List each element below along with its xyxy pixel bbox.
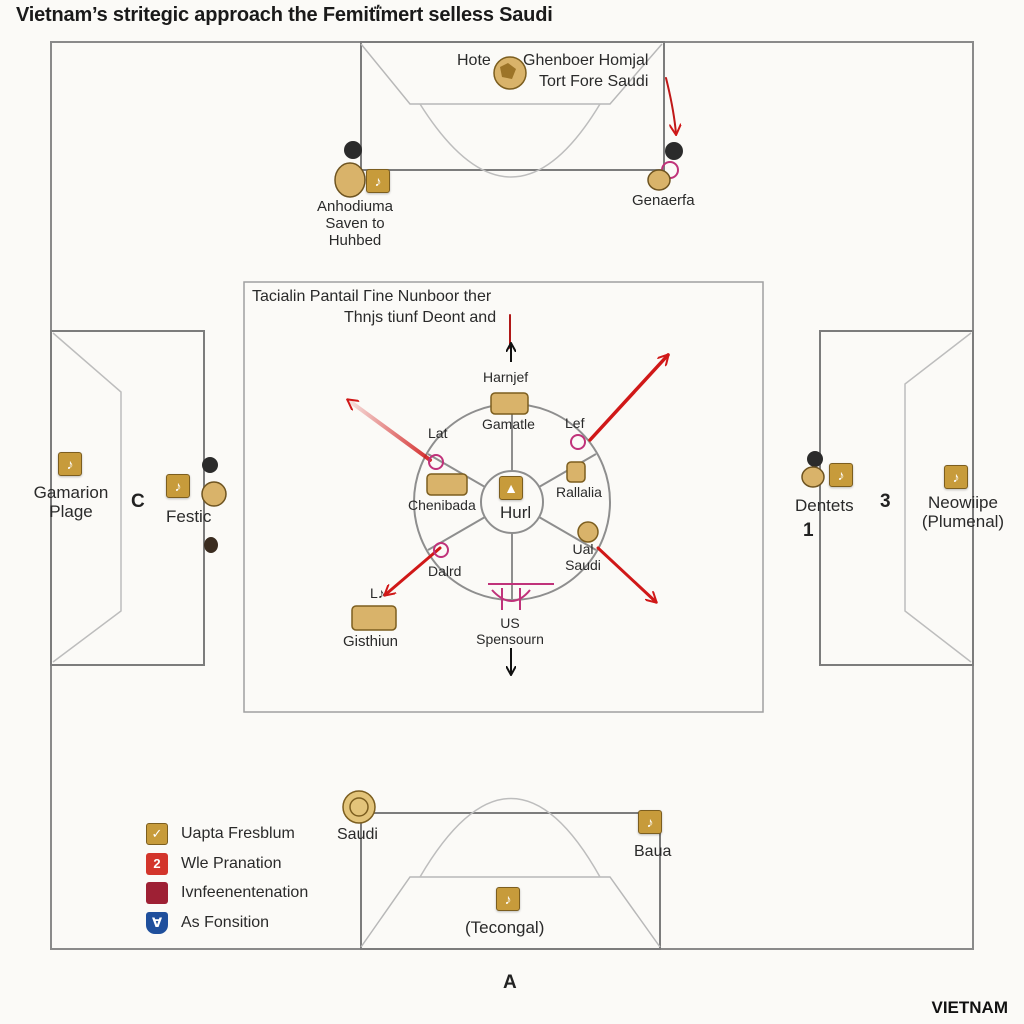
node-label-gisthiun: Gisthiun (343, 633, 399, 650)
number-2-icon: 2 (146, 852, 168, 875)
label-player-top-right: Genaerfa (632, 192, 695, 209)
marker-a: A (503, 972, 517, 993)
bottom-arc (419, 797, 601, 878)
marker-3: 3 (880, 491, 891, 512)
legend-item: ∀ As Fonsition (146, 909, 308, 937)
badge-hub: ▲ (499, 476, 523, 500)
arrow-lower-left (385, 546, 442, 595)
hub-label: Hurl (500, 503, 532, 522)
right-goal-lines (904, 332, 972, 663)
top-goal-lines (360, 43, 663, 105)
node-label-ual-saudi: Ual Saudi (565, 541, 601, 573)
node-label-dalrd: Dalrd (428, 563, 462, 579)
arrow-upper-right (588, 355, 668, 442)
label-player-bottom-left: Saudi (337, 826, 378, 843)
diagram-title: Vietnam’s stritegic approach the Femitΐm… (16, 4, 553, 26)
node-harnjef (490, 392, 529, 415)
legend-label: Wle Pranation (181, 854, 282, 872)
label-ghenboer: Ghenboer Homjal (523, 52, 649, 69)
center-tactics-box (243, 281, 764, 713)
legend-item: 2 Wle Pranation (146, 850, 308, 878)
bottom-penalty-box (360, 812, 661, 950)
center-heading-line2: Thnjs tiunf Deont and (344, 309, 497, 326)
movement-arrows (348, 77, 676, 602)
label-player-right-inner: Dentets (795, 496, 854, 515)
left-goal-lines (52, 332, 122, 663)
player-left-inner (201, 457, 227, 553)
square-icon (146, 882, 168, 904)
node-label-chenibada: Chenibada (408, 497, 476, 513)
right-penalty-box (819, 330, 974, 666)
badge-right-inner: ♪ (829, 463, 853, 487)
label-tort-fore: Tort Fore Saudi (539, 73, 649, 90)
player-top-right (647, 142, 683, 191)
brand-wordmark: VIETNAM (931, 998, 1009, 1017)
legend-item: Ivnfeenentenation (146, 879, 308, 907)
top-penalty-box (360, 41, 665, 171)
badge-left-inner: ♪ (166, 474, 190, 498)
node-gisthiun (351, 605, 397, 631)
badge-bottom-right: ♪ (638, 810, 662, 834)
label-player-left-inner: Festic (166, 507, 212, 526)
legend-label: Uapta Fresblum (181, 825, 295, 842)
top-arc (419, 103, 601, 178)
player-figures (201, 56, 825, 824)
arrow-upper-left (348, 398, 432, 462)
label-player-bottom-center: (Tecongal) (465, 918, 545, 937)
player-right-inner (801, 451, 825, 488)
node-label-gamatle: Gamatle (482, 416, 535, 432)
badge-top-left: ♪ (366, 169, 390, 193)
legend: ✓ Uapta Fresblum 2 Wle Pranation Ivnfeen… (146, 820, 308, 938)
center-heading-line1: Tacialin Pantail Γine Nunboor ther (252, 288, 492, 305)
marker-c: C (131, 491, 145, 512)
arrow-top-right-curve (665, 77, 676, 134)
check-icon: ✓ (146, 823, 168, 845)
bottom-goal-lines (360, 876, 661, 948)
label-player-top-left: Anhodiuma Saven to Huhbed (317, 198, 393, 249)
badge-right-outer: ♪ (944, 465, 968, 489)
ball-bottom-left (342, 790, 376, 824)
badge-left-outer: ♪ (58, 452, 82, 476)
node-chenibada (426, 473, 468, 496)
node-ual (577, 521, 599, 543)
legend-label: As Fonsition (181, 913, 270, 931)
node-label-rallalia: Rallalia (556, 484, 602, 500)
node-label-harnjef: Harnjef (483, 369, 529, 385)
shield-icon: ∀ (146, 911, 168, 934)
label-player-bottom-right: Baua (634, 843, 672, 860)
label-player-right-outer: Neowiipe (Plumenal) (921, 493, 1005, 532)
label-player-left-outer: Gamarion Plage (33, 483, 109, 522)
node-label-lat: Lat (428, 425, 448, 441)
node-label-gisthiun-tag: L♪ (370, 585, 385, 601)
ball-top (493, 56, 527, 90)
node-rallalia (566, 461, 586, 483)
node-label-us-spensourn: US Spensourn (476, 615, 544, 647)
arrow-lower-right (596, 546, 656, 602)
legend-label: Ivnfeenentenation (181, 884, 309, 901)
badge-bottom-center: ♪ (496, 887, 520, 911)
player-top-left (334, 141, 366, 198)
marker-1: 1 (803, 520, 814, 541)
node-label-lef: Lef (565, 415, 585, 431)
legend-item: ✓ Uapta Fresblum (146, 820, 308, 848)
label-hote: Hote (457, 52, 491, 69)
